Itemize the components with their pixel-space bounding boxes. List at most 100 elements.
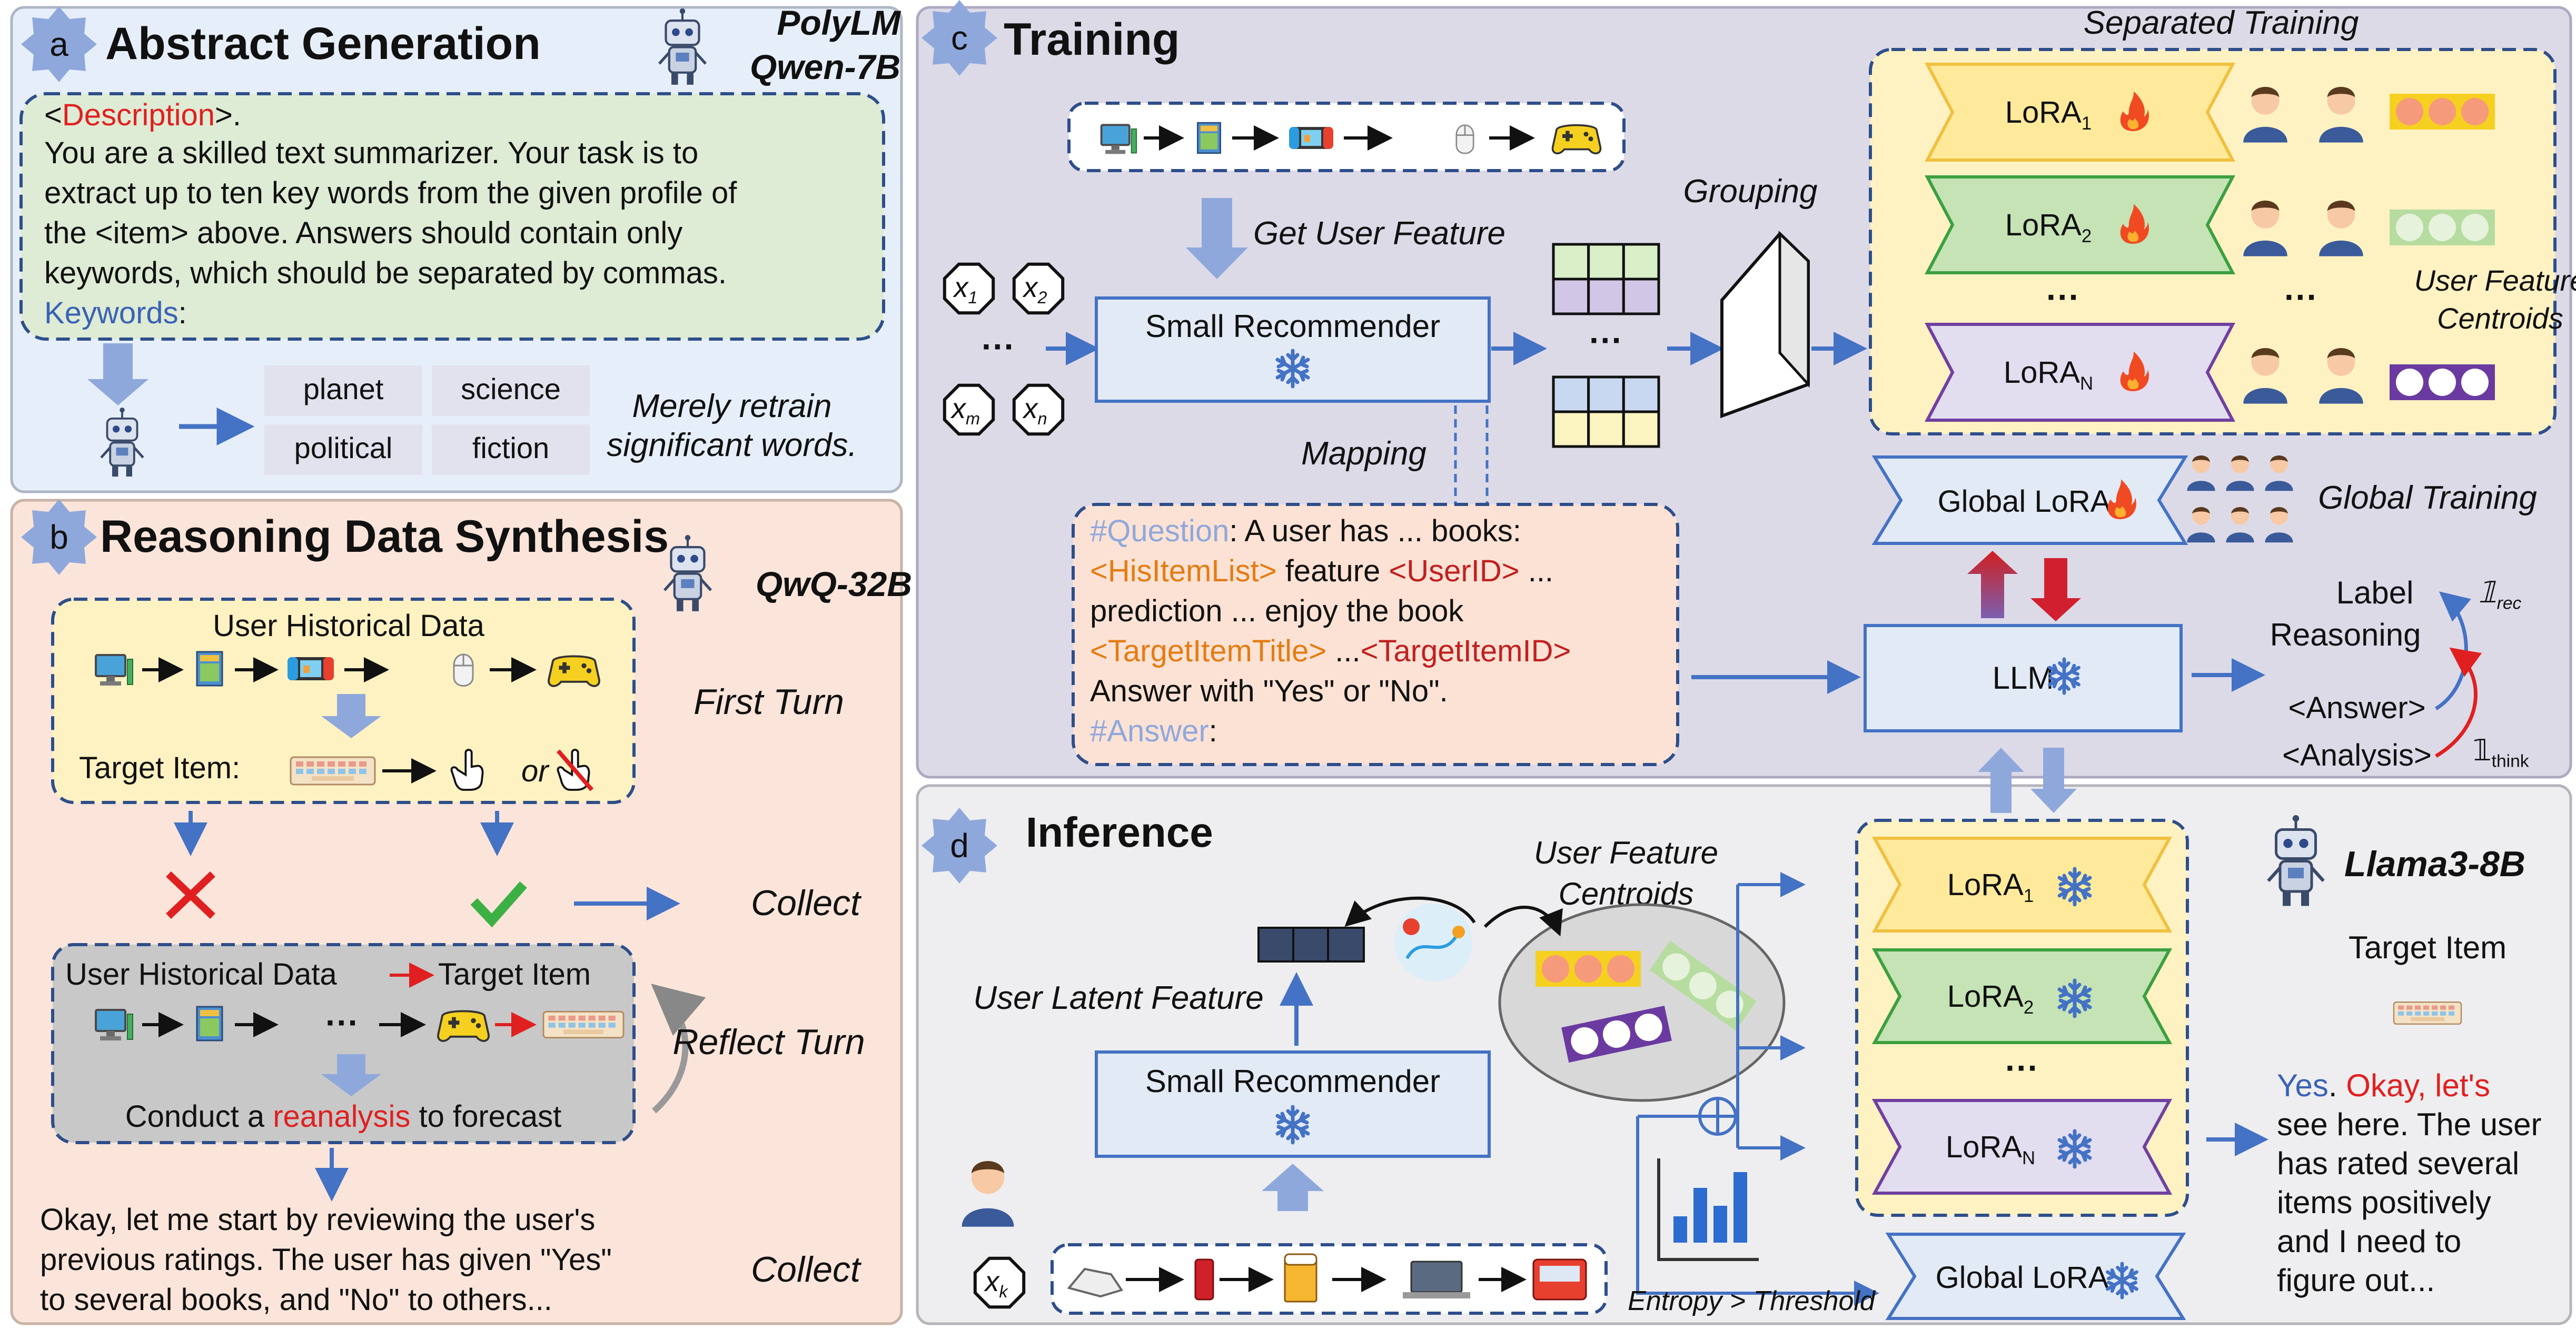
d-latent-to-map-arrow bbox=[1344, 896, 1476, 927]
c-centroid-green-dot bbox=[2396, 214, 2423, 241]
d-latent-feature-bar bbox=[1257, 927, 1365, 963]
panel-a-title: Abstract Generation bbox=[105, 18, 541, 69]
d-centroid-purple bbox=[1561, 1005, 1672, 1063]
b-item-gamebox-icon bbox=[196, 651, 223, 687]
c-lora-2-label: LoRA2 bbox=[2005, 208, 2092, 246]
d-lora-2-label-base: LoRA bbox=[1947, 979, 2024, 1014]
c-node-xm-octagon bbox=[943, 383, 995, 436]
panel-b-badge-letter: b bbox=[49, 518, 68, 556]
panel-a-prompt-tag-part: Description bbox=[62, 98, 215, 132]
keyword-chip bbox=[264, 365, 422, 416]
c-prompt-line-2-part: feature bbox=[1277, 554, 1389, 588]
c-feature-grid-top bbox=[1552, 243, 1660, 315]
d-centroid-yellow-dot bbox=[1607, 955, 1634, 983]
panel-a-badge-star bbox=[21, 6, 97, 82]
panel-b-title: Reasoning Data Synthesis bbox=[100, 511, 669, 562]
panel-a-badge-letter: a bbox=[49, 25, 68, 63]
keyword-text: science bbox=[461, 372, 561, 405]
c-node-x2-label-sub: 2 bbox=[1037, 288, 1047, 307]
c-global-lora-banner bbox=[1871, 455, 2188, 545]
c-item-switch-icon bbox=[1289, 127, 1333, 149]
c-loss-rec: 𝟙rec bbox=[2478, 576, 2521, 613]
d-centroid-purple-dot bbox=[1571, 1027, 1599, 1055]
panel-d-title: Inference bbox=[1026, 809, 1213, 856]
c-item-gamepad-icon bbox=[1551, 124, 1602, 155]
panel-a-badge: a bbox=[21, 6, 97, 82]
panel-a-keywords-line-part: Keywords bbox=[44, 296, 179, 330]
panel-b-answer-line: to several books, and "No" to others... bbox=[40, 1283, 552, 1317]
d-centroid-yellow bbox=[1535, 951, 1641, 987]
keyword-text: fiction bbox=[472, 431, 549, 464]
c-lora-2-banner bbox=[1925, 175, 2235, 274]
d-item-beer-icon bbox=[1284, 1258, 1317, 1303]
reflect-turn-box bbox=[51, 943, 636, 1144]
d-lora-2-banner bbox=[1871, 948, 2173, 1044]
c-llm-label: LLM bbox=[1993, 660, 2054, 696]
d-centroid-purple-dot bbox=[1603, 1020, 1630, 1048]
b-item-switch-icon bbox=[288, 657, 334, 680]
c-global-training: Global Training bbox=[2318, 480, 2537, 516]
d-output-line-1-part: Okay, let's bbox=[2337, 1068, 2490, 1103]
d-entropy-bar bbox=[1713, 1206, 1727, 1243]
c-grouping-label: Grouping bbox=[1683, 173, 1817, 210]
c-node-x2-octagon bbox=[1012, 262, 1065, 315]
c-grouping-prism-side bbox=[1778, 231, 1810, 388]
b-item-mouse-icon bbox=[453, 653, 474, 687]
c-think-loss-arrow bbox=[2435, 647, 2482, 758]
c-feature-grid-bottom-cell bbox=[1622, 375, 1660, 413]
d-output-line-1: Yes. Okay, let's bbox=[2277, 1068, 2490, 1103]
c-feature-grid-top-cell bbox=[1622, 243, 1660, 281]
panel-b-badge: b bbox=[21, 499, 97, 575]
c-prompt-line-6-part: : bbox=[1209, 714, 1217, 748]
d-centroid-yellow-dot bbox=[1542, 955, 1569, 983]
c-feature-grid-bottom-cell bbox=[1552, 410, 1590, 448]
c-node-x2-label: x2 bbox=[1022, 272, 1047, 307]
d-entropy-bar bbox=[1673, 1216, 1687, 1243]
b-reflect-loop-arrow bbox=[651, 984, 706, 1114]
d-entropy-bar bbox=[1693, 1188, 1707, 1243]
c-feature-grid-top-cell bbox=[1587, 243, 1625, 281]
panel-a-prompt-tag-part: < bbox=[44, 98, 62, 132]
c-x-dots: ··· bbox=[982, 328, 1015, 365]
c-prompt-line-6: #Answer: bbox=[1090, 714, 1217, 748]
panel-c-badge-star bbox=[922, 0, 997, 76]
d-centroid-green-dot bbox=[1662, 953, 1690, 981]
d-lora-1-label-sub: 1 bbox=[2024, 886, 2034, 906]
d-item-laptop-icon bbox=[1410, 1261, 1463, 1293]
c-get-user-feature: Get User Feature bbox=[1253, 215, 1505, 252]
c-prompt-line-3: prediction ... enjoy the book bbox=[1090, 594, 1464, 628]
c-feature-grid-top-cell bbox=[1552, 277, 1590, 315]
c-feature-grid-bottom-cell bbox=[1552, 375, 1590, 413]
c-grid-dots: ··· bbox=[1589, 321, 1623, 359]
c-separated-training: Separated Training bbox=[2084, 5, 2359, 41]
panel-b-history-label: User Historical Data bbox=[213, 609, 484, 643]
d-route-pin bbox=[1403, 918, 1420, 935]
d-lora-1-label: LoRA1 bbox=[1947, 868, 2034, 906]
c-prompt-line-2: <HisItemList> feature <UserID> ... bbox=[1090, 554, 1553, 588]
c-get-feature-arrow bbox=[1186, 198, 1248, 279]
c-centroid-green-dot bbox=[2429, 214, 2456, 241]
panel-b-collect-2: Collect bbox=[751, 1249, 862, 1290]
c-node-x2-label-base: x bbox=[1022, 272, 1038, 303]
c-prompt-line-2-part: <UserID> bbox=[1389, 554, 1519, 588]
c-prompt-line-4-part: <TargetItemTitle> bbox=[1090, 634, 1326, 668]
d-route-pin bbox=[1452, 926, 1465, 938]
d-lora-dots: ··· bbox=[2005, 1049, 2039, 1087]
panel-c-badge-letter: c bbox=[951, 19, 968, 57]
panel-a-prompt-tag-part: >. bbox=[215, 98, 241, 132]
panel-b-answer-line: Okay, let me start by reviewing the user… bbox=[40, 1203, 595, 1237]
c-node-xm-label-sub: m bbox=[966, 409, 980, 428]
c-prompt-line-4-part: ... bbox=[1326, 634, 1360, 668]
d-target-keyboard-icon bbox=[2393, 1001, 2462, 1025]
c-item-gamebox-icon bbox=[1197, 122, 1221, 154]
keyword-text: political bbox=[294, 431, 393, 464]
c-prompt-line-2-part: <HisItemList> bbox=[1090, 554, 1277, 588]
c-node-xn-octagon bbox=[1012, 383, 1065, 436]
c-down-arrow bbox=[2030, 558, 2081, 621]
c-centroid-purple-dot bbox=[2396, 369, 2423, 396]
c-loss-rec-sub: rec bbox=[2497, 593, 2522, 613]
c-feature-grid-top-cell bbox=[1622, 277, 1660, 315]
d-centroid-yellow-dot bbox=[1574, 955, 1602, 983]
c-lora-n-label-base: LoRA bbox=[2004, 355, 2080, 390]
